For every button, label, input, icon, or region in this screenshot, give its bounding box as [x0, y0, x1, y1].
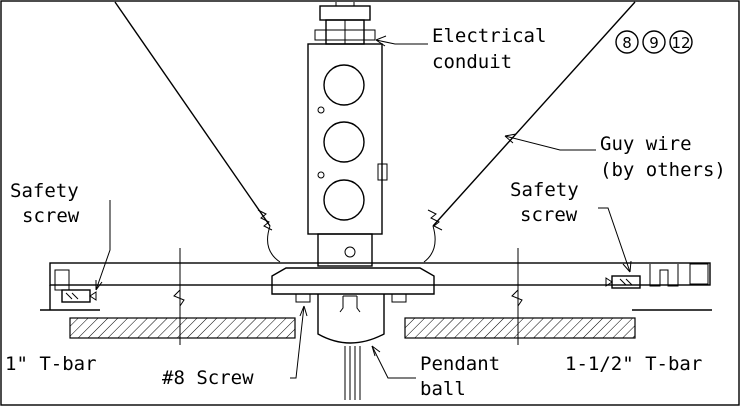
label-safety-left: Safety — [10, 180, 79, 202]
label-tbar-right: 1-1/2" T-bar — [565, 353, 702, 375]
pendant-ball — [317, 294, 385, 400]
label-tbar-left: 1" T-bar — [5, 353, 97, 375]
control-box — [307, 43, 388, 267]
label-screw-right: screw — [520, 204, 578, 226]
label-ball: ball — [420, 378, 466, 400]
label-screw8: #8 Screw — [162, 367, 254, 389]
callout-circles: 8 9 12 — [615, 30, 693, 54]
label-electrical: Electrical — [432, 25, 546, 47]
label-safety-right: Safety — [510, 179, 579, 201]
labels: Electrical conduit Guy wire (by others) … — [5, 25, 726, 400]
callout-8-text: 8 — [622, 34, 632, 52]
label-screw-left: screw — [22, 205, 80, 227]
callout-8 — [615, 30, 639, 54]
guy-wires — [114, 1, 636, 263]
callout-12-text: 12 — [671, 34, 690, 52]
safety-screw-left — [61, 289, 97, 303]
label-pendant: Pendant — [420, 353, 500, 375]
conduit-fitting — [314, 2, 376, 45]
ceiling-tiles — [69, 317, 636, 339]
callout-9-text: 9 — [649, 34, 659, 52]
tbar-rails — [40, 262, 712, 311]
label-guy-wire: Guy wire — [600, 133, 692, 155]
label-conduit: conduit — [432, 51, 512, 73]
callout-9 — [642, 30, 666, 54]
callout-12 — [669, 30, 693, 54]
label-by-others: (by others) — [600, 159, 726, 181]
safety-screw-right — [605, 275, 641, 289]
support-plate — [271, 267, 435, 303]
leader-lines — [95, 35, 632, 379]
